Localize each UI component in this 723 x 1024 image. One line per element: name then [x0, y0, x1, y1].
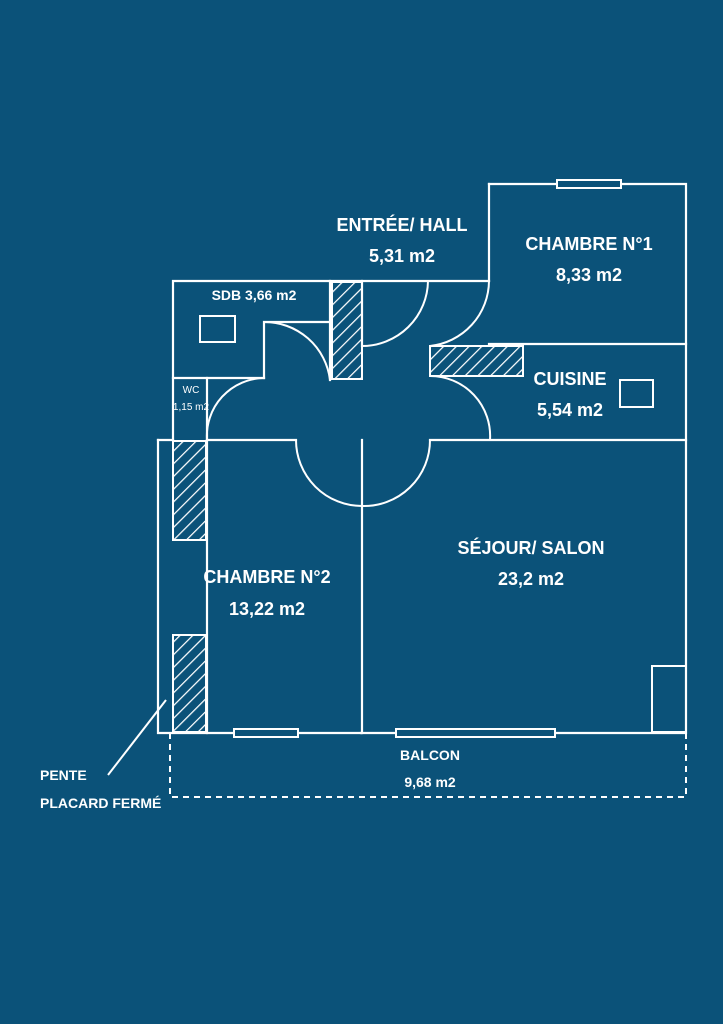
window-chambre1 — [556, 179, 622, 189]
cupboard-chambre2-top — [172, 440, 207, 541]
annotation-line2: PLACARD FERMÉ — [40, 795, 161, 811]
room-area-chambre2: 13,22 m2 — [229, 599, 305, 619]
door-arc-sejour — [361, 439, 431, 508]
windows — [233, 179, 622, 738]
door-arc-sdb — [263, 320, 331, 381]
door-arc-chambre2 — [295, 439, 363, 507]
door-arc-cuisine — [429, 374, 492, 441]
room-label-sdb: SDB 3,66 m2 — [212, 287, 297, 303]
sejour-fixture — [651, 665, 687, 733]
annotation-leader — [107, 699, 167, 776]
window-chambre2 — [233, 728, 299, 738]
fixtures — [199, 315, 687, 733]
room-name-sejour: SÉJOUR/ SALON — [457, 537, 604, 558]
annotation-line1: PENTE — [40, 767, 87, 783]
room-area-sejour: 23,2 m2 — [498, 569, 564, 589]
cupboards — [172, 281, 524, 733]
balcony-outline — [169, 733, 687, 798]
cupboard-chambre2-bottom — [172, 634, 207, 733]
stove-fixture — [619, 379, 654, 408]
room-name-cuisine: CUISINE — [533, 369, 606, 389]
room-area-wc: 1,15 m2 — [173, 402, 210, 413]
door-arc-wc — [205, 377, 265, 441]
room-name-entree: ENTRÉE/ HALL — [336, 214, 467, 235]
room-area-entree: 5,31 m2 — [369, 246, 435, 266]
room-name-chambre1: CHAMBRE N°1 — [525, 234, 652, 254]
cupboard-entry — [331, 281, 363, 380]
window-sejour — [395, 728, 556, 738]
room-area-chambre1: 8,33 m2 — [556, 265, 622, 285]
room-name-chambre2: CHAMBRE N°2 — [203, 567, 330, 587]
cupboard-cuisine — [429, 345, 524, 377]
room-area-cuisine: 5,54 m2 — [537, 400, 603, 420]
room-area-balcon: 9,68 m2 — [404, 774, 456, 790]
door-arc-entry — [361, 280, 429, 347]
sink-fixture — [199, 315, 236, 343]
door-swings — [205, 280, 492, 508]
room-name-wc: WC — [183, 385, 200, 396]
room-name-balcon: BALCON — [400, 747, 460, 763]
door-arc-chambre1 — [429, 280, 490, 347]
